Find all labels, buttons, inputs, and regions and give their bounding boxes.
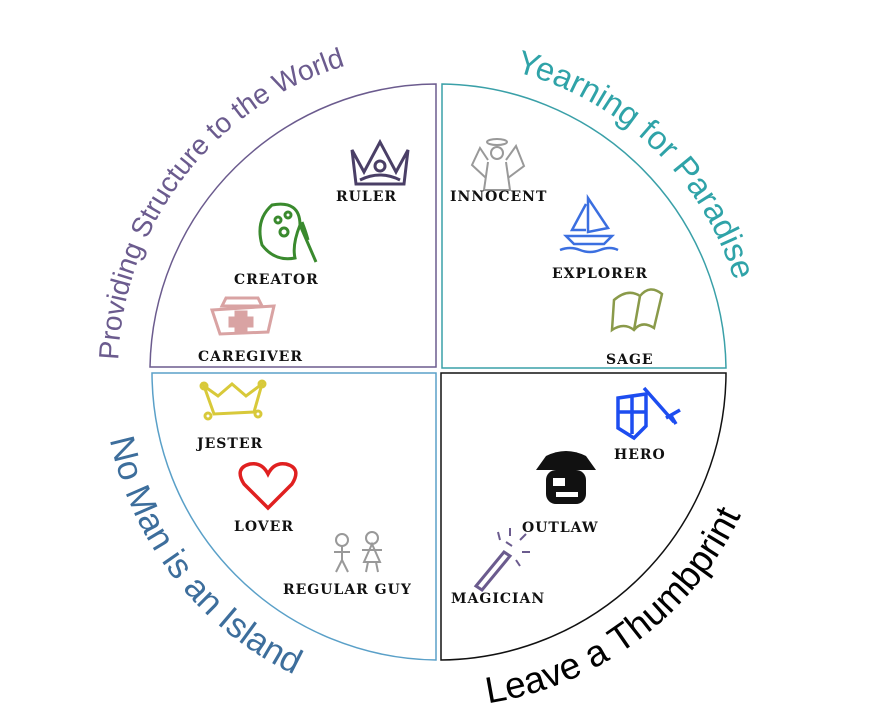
shield-sword-icon <box>616 386 681 441</box>
quadrant-top-right <box>441 83 727 369</box>
archetype-label-regular-guy: REGULAR GUY <box>283 582 412 598</box>
archetype-label-creator: CREATOR <box>234 272 319 288</box>
palette-icon <box>258 202 318 263</box>
quadrant-bottom-right <box>440 372 727 661</box>
angel-icon <box>470 138 526 191</box>
archetype-label-lover: LOVER <box>234 519 294 535</box>
crown-icon <box>350 138 410 186</box>
quadrant-bottom-left <box>151 372 437 661</box>
book-icon <box>610 288 664 333</box>
archetype-label-innocent: INNOCENT <box>450 189 547 205</box>
archetype-label-explorer: EXPLORER <box>552 266 648 282</box>
archetype-label-sage: SAGE <box>606 352 654 368</box>
magic-wand-icon <box>473 528 530 593</box>
archetype-label-caregiver: CAREGIVER <box>198 349 303 365</box>
nurse-cap-icon <box>209 296 276 336</box>
archetype-label-jester: JESTER <box>195 436 263 452</box>
archetype-label-outlaw: OUTLAW <box>522 520 599 536</box>
heart-icon <box>238 461 298 511</box>
archetype-label-magician: MAGICIAN <box>451 591 545 607</box>
pirate-icon <box>536 451 596 504</box>
sailboat-icon <box>559 193 619 254</box>
archetype-label-ruler: RULER <box>336 189 397 205</box>
stick-figures-icon <box>334 531 382 573</box>
quadrant-top-left <box>149 83 437 368</box>
jester-hat-icon <box>199 379 267 421</box>
archetype-label-hero: HERO <box>614 447 666 463</box>
